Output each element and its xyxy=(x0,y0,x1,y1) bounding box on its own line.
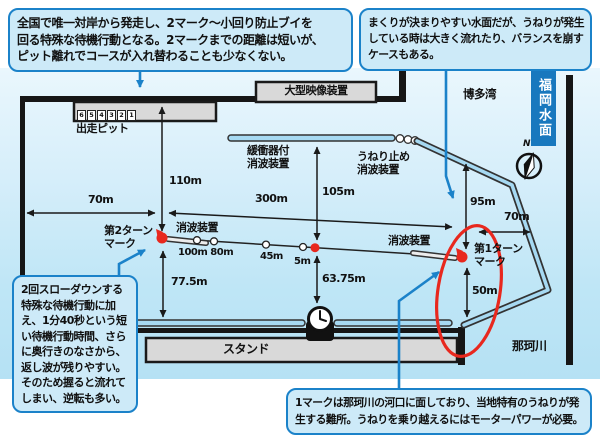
turn1-mark-buoy xyxy=(456,251,468,263)
callout-line: え、1分40秒という短 xyxy=(21,314,127,327)
buffer-absorber-label: 緩衝器付 xyxy=(247,144,290,157)
callout-water-surface-note: まくりが決まりやすい水面だが、うねりが発生 している時は大きく流れたり、バランス… xyxy=(359,8,592,71)
measure-70m-right: 70m xyxy=(504,210,530,223)
buoy-5m-label: 5m xyxy=(294,256,311,267)
pit-number: 2 xyxy=(117,110,126,121)
buoy-100m-80m-label: 100m 80m xyxy=(178,247,234,258)
callout-line: 2回スローダウンする xyxy=(21,283,123,296)
hakata-bay-label: 博多湾 xyxy=(463,87,497,101)
callout-line: そのため握ると流れて xyxy=(21,376,126,389)
measurement-arrows xyxy=(26,106,531,318)
callout-first-mark-note: 1マークは那珂川の河口に面しており、当地特有のうねりが発 生する難所。うねりを乗… xyxy=(286,388,592,436)
measure-50m: 50m xyxy=(472,284,498,297)
pit-number: 1 xyxy=(127,110,136,121)
swell-stop-absorber-label: 消波装置 xyxy=(357,163,400,176)
stand-box xyxy=(144,336,459,364)
big-screen-label: 大型映像装置 xyxy=(284,84,349,97)
measure-77-5m: 77.5m xyxy=(171,275,208,288)
naka-river-label: 那珂川 xyxy=(512,339,547,353)
right-breakwater xyxy=(566,75,573,365)
turn2-mark-label: 第2ターン xyxy=(104,224,153,237)
turn1-mark-label: マーク xyxy=(474,255,506,268)
callout-line: 全国で唯一対岸から発走し、2マーク～小回り防止ブイを xyxy=(17,16,313,30)
start-pit-label: 出走ピット xyxy=(76,122,129,135)
callout-line: い待機行動時間、さら xyxy=(21,329,127,343)
callout-line: ケースもある。 xyxy=(368,48,440,62)
pit-number: 6 xyxy=(77,110,86,121)
clock-tower xyxy=(306,306,334,341)
pit-numbers: 6 5 4 3 2 1 xyxy=(77,110,136,121)
callout-line: 特殊な待機行動に加 xyxy=(21,298,116,312)
measure-110m: 110m xyxy=(169,174,202,187)
absorber-left-label: 消波装置 xyxy=(176,221,219,234)
big-screen-box xyxy=(254,80,378,104)
compass-n-label: N xyxy=(523,139,531,149)
buffer-absorber-label: 消波装置 xyxy=(247,157,290,170)
callout-line: しまい、逆転も多い。 xyxy=(21,391,127,405)
turn1-mark-label: 第1ターン xyxy=(474,242,523,255)
callout-line: ピット離れでコースが入れ替わることも少なくない。 xyxy=(17,49,293,64)
callout-line: している時は大きく流れたり、バランスを崩す xyxy=(368,32,584,46)
callout-waiting-behavior-note: 2回スローダウンする 特殊な待機行動に加 え、1分40秒という短 い待機行動時間… xyxy=(12,275,138,413)
stand-label: スタンド xyxy=(222,342,270,356)
turn-marks xyxy=(156,229,468,263)
callout-line: 生する難所。うねりを乗り越えるにはモーターパワーが必要。 xyxy=(295,412,583,426)
callout-line: 返し波が残りやすい。 xyxy=(21,360,127,374)
measure-95m: 95m xyxy=(470,195,496,208)
callout-line: 回る特殊な待機行動となる。2マークまでの距離は短いが、 xyxy=(17,32,324,47)
pit-number: 5 xyxy=(87,110,96,121)
turn2-mark-buoy xyxy=(156,232,168,244)
pit-number: 3 xyxy=(107,110,116,121)
swell-stop-absorber-label: うねり止め xyxy=(357,150,410,163)
measure-70m-left: 70m xyxy=(88,193,114,206)
measure-63-75m: 63.75m xyxy=(322,272,366,285)
fukuoka-water-badge: 福岡水面 xyxy=(531,70,556,146)
course-walls xyxy=(20,70,573,365)
callout-line: まくりが決まりやすい水面だが、うねりが発生 xyxy=(368,16,585,29)
measure-300m: 300m xyxy=(255,192,288,205)
center-red-buoy xyxy=(310,243,320,253)
callout-line: 1マークは那珂川の河口に面しており、当地特有のうねりが発 xyxy=(295,396,579,409)
buoy-45m-label: 45m xyxy=(260,251,283,262)
compass-icon xyxy=(515,152,543,180)
turn2-mark-label: マーク xyxy=(104,237,136,250)
highlight-ellipse xyxy=(435,224,503,358)
measure-105m: 105m xyxy=(322,185,355,198)
absorber-right-label: 消波装置 xyxy=(388,234,431,247)
callout-line: に奥行きのなさから、 xyxy=(21,345,127,358)
callout-start-pit-note: 全国で唯一対岸から発走し、2マーク～小回り防止ブイを 回る特殊な待機行動となる。… xyxy=(8,8,353,72)
callout-connectors xyxy=(117,62,455,389)
pit-number: 4 xyxy=(97,110,106,121)
